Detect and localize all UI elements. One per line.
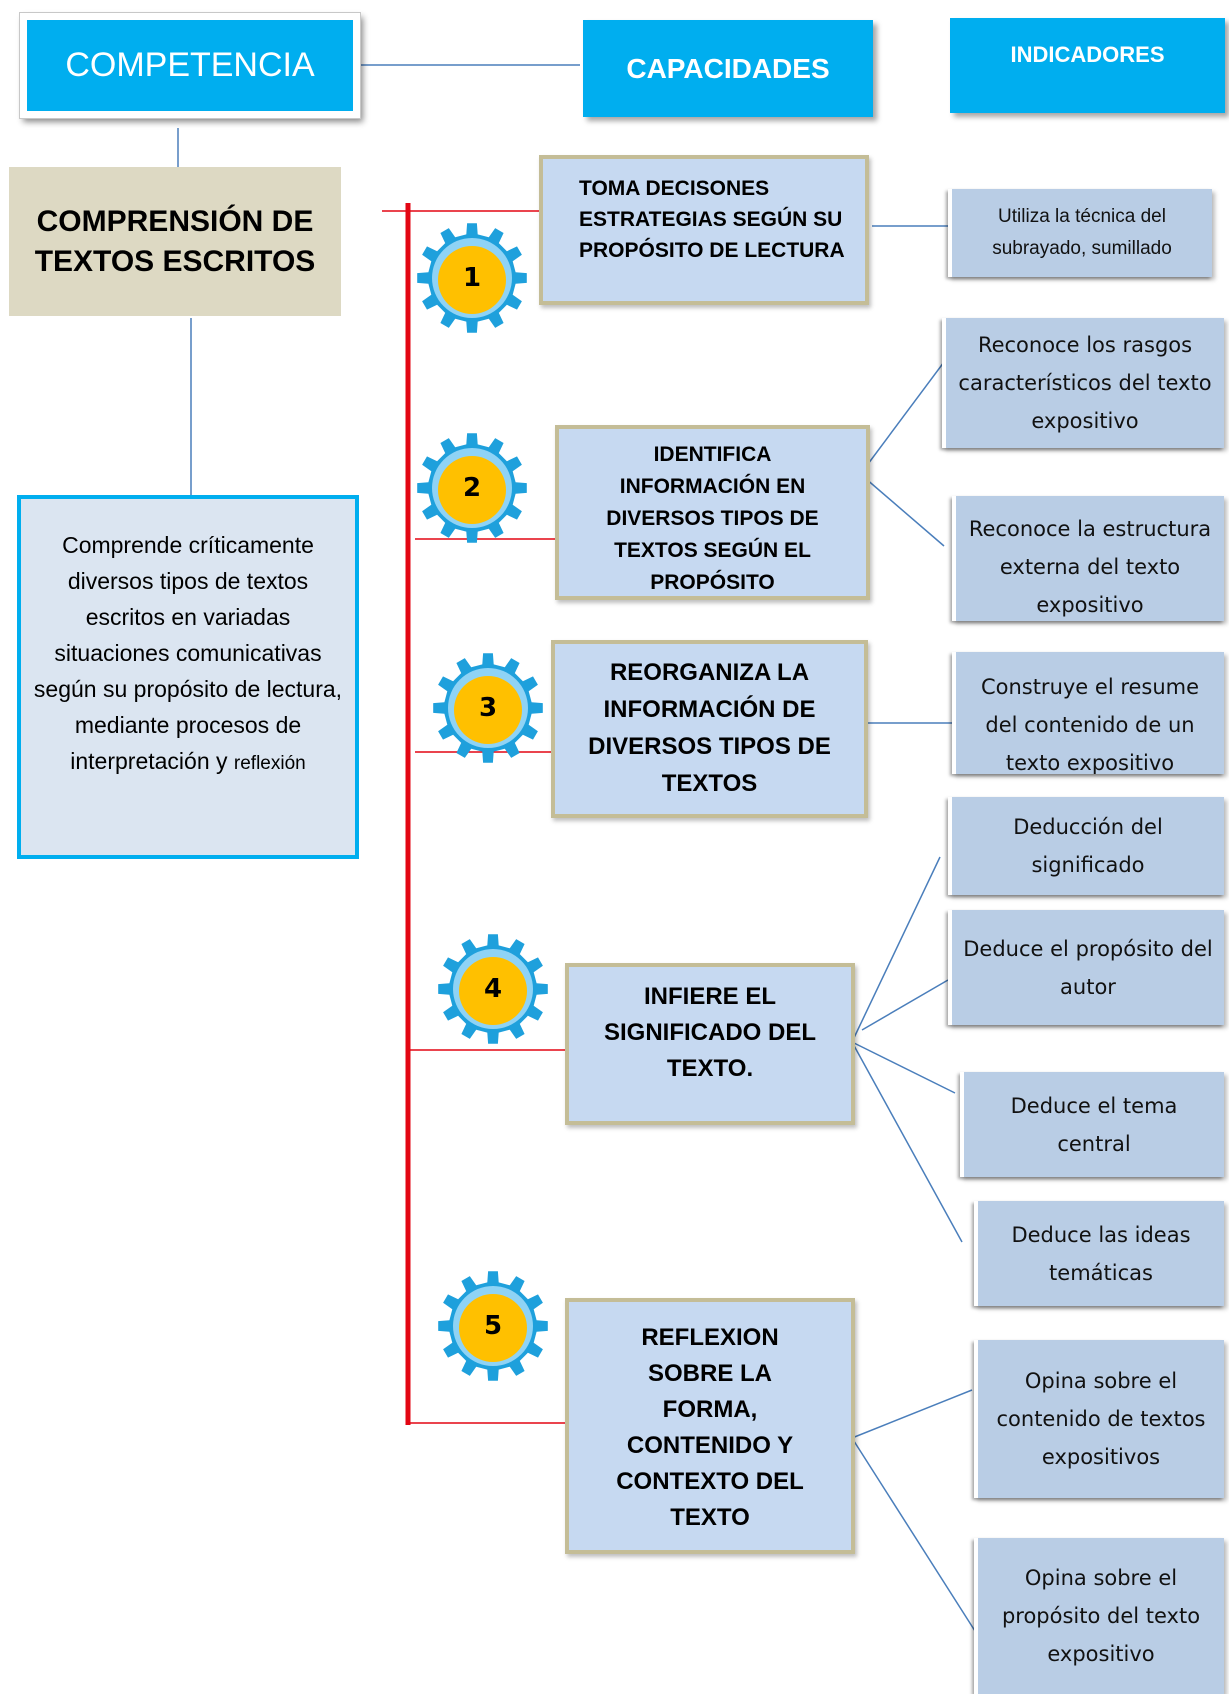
gear-5: 5 (437, 1270, 549, 1382)
gear-icon (433, 653, 543, 763)
gear-icon (438, 1271, 548, 1381)
gear-core (459, 957, 527, 1025)
indicator-box-1: Utiliza la técnica del subrayado, sumill… (948, 189, 1212, 277)
gear-number-3: 3 (478, 693, 498, 723)
indicator-text-9: Opina sobre el contenido de textos expos… (996, 1369, 1206, 1469)
gear-core (459, 1294, 527, 1362)
indicator-box-2: Reconoce los rasgos característicos del … (942, 318, 1224, 448)
indicator-text-10: Opina sobre el propósito del texto expos… (1001, 1566, 1201, 1666)
competencia-description: Comprende críticamente diversos tipos de… (17, 495, 359, 859)
competencia-header-label: COMPETENCIA (65, 46, 315, 84)
indicator-box-3: Reconoce la estructura externa del texto… (952, 496, 1224, 621)
indicator-text-7: Deduce el tema central (1010, 1093, 1178, 1156)
competencia-header: COMPETENCIA (19, 12, 361, 119)
capacity-box-4: INFIERE EL SIGNIFICADO DEL TEXTO. (565, 963, 855, 1125)
indicator-box-5: Deducción del significado (948, 797, 1224, 895)
capacity-box-2: IDENTIFICA INFORMACIÓN EN DIVERSOS TIPOS… (555, 425, 870, 600)
indicadores-header: INDICADORES (950, 18, 1225, 113)
capacity-text-3: REORGANIZA LA INFORMACIÓN DE DIVERSOS TI… (588, 659, 831, 797)
indicator-box-8: Deduce las ideas temáticas (974, 1201, 1224, 1306)
indicator-text-5: Deducción del significado (1013, 815, 1163, 877)
gear-number-5: 5 (483, 1311, 503, 1341)
gear-icon (438, 934, 548, 1044)
capacity-text-2: IDENTIFICA INFORMACIÓN EN DIVERSOS TIPOS… (606, 443, 819, 594)
gear-3: 3 (432, 652, 544, 764)
gear-core (454, 676, 522, 744)
gear-core (438, 246, 506, 314)
indicator-text-8: Deduce las ideas temáticas (1011, 1222, 1191, 1285)
gear-number-1: 1 (462, 263, 482, 293)
capacity-text-5: REFLEXION SOBRE LA FORMA, CONTENIDO Y CO… (616, 1324, 804, 1531)
indicator-text-1: Utiliza la técnica del subrayado, sumill… (992, 206, 1172, 259)
indicator-box-9: Opina sobre el contenido de textos expos… (974, 1340, 1224, 1498)
capacity-box-3: REORGANIZA LA INFORMACIÓN DE DIVERSOS TI… (551, 640, 868, 818)
gear-icon (417, 433, 527, 543)
indicator-text-2: Reconoce los rasgos característicos del … (958, 333, 1212, 433)
capacity-box-5: REFLEXION SOBRE LA FORMA, CONTENIDO Y CO… (565, 1298, 855, 1554)
indicator-box-6: Deduce el propósito del autor (948, 910, 1224, 1025)
indicadores-header-label: INDICADORES (1010, 42, 1165, 67)
indicator-box-10: Opina sobre el propósito del texto expos… (974, 1538, 1224, 1694)
gear-4: 4 (437, 933, 549, 1045)
gear-number-2: 2 (462, 473, 482, 503)
gear-icon (417, 223, 527, 333)
indicator-text-6: Deduce el propósito del autor (963, 936, 1213, 999)
gear-core (438, 456, 506, 524)
capacity-text-4: INFIERE EL SIGNIFICADO DEL TEXTO. (603, 983, 816, 1082)
description-tail: reflexión (233, 753, 306, 774)
indicator-text-3: Reconoce la estructura externa del texto… (968, 517, 1212, 617)
competencia-title-text: COMPRENSIÓN DE TEXTOS ESCRITOS (34, 204, 316, 278)
capacidades-header-label: CAPACIDADES (626, 52, 830, 84)
competencia-title: COMPRENSIÓN DE TEXTOS ESCRITOS (9, 167, 341, 316)
description-main: Comprende críticamente diversos tipos de… (33, 532, 343, 774)
indicator-text-4: Construye el resume del contenido de un … (980, 675, 1200, 774)
indicator-box-4: Construye el resume del contenido de un … (952, 652, 1224, 774)
capacity-text-1: TOMA DECISONES ESTRATEGIAS SEGÚN SU PROP… (579, 177, 845, 262)
gear-2: 2 (416, 432, 528, 544)
gear-1: 1 (416, 222, 528, 334)
capacity-box-1: TOMA DECISONES ESTRATEGIAS SEGÚN SU PROP… (539, 155, 869, 305)
indicator-box-7: Deduce el tema central (960, 1072, 1224, 1177)
gear-number-4: 4 (483, 974, 503, 1004)
capacidades-header: CAPACIDADES (583, 20, 873, 117)
